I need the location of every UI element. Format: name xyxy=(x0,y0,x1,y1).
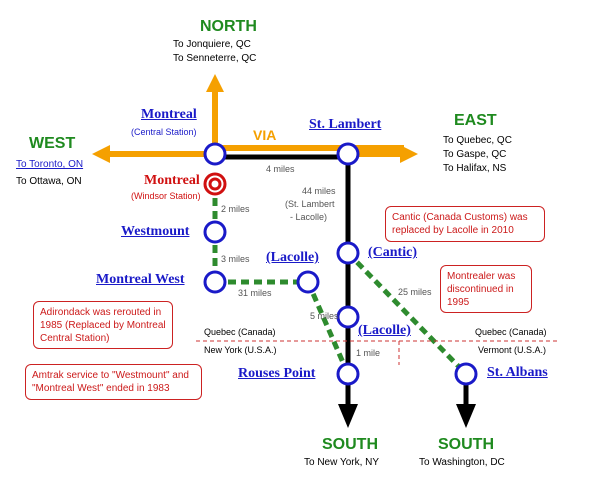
dist-stlambert-lacolle-2: (St. Lambert xyxy=(285,199,335,209)
south-ny-dest: To New York, NY xyxy=(304,457,380,468)
station-st-albans[interactable] xyxy=(454,362,478,386)
dist-lacolle-segment: 5 miles xyxy=(310,311,339,321)
south-ny-label: SOUTH xyxy=(322,436,378,453)
station-lacolle-1[interactable] xyxy=(296,270,320,294)
dist-central-stlambert: 4 miles xyxy=(266,164,295,174)
station-montreal-central[interactable] xyxy=(203,142,227,166)
dist-stlambert-lacolle-3: - Lacolle) xyxy=(290,212,328,222)
via-label: VIA xyxy=(253,127,277,143)
east-label: EAST xyxy=(454,112,497,129)
border-newyork: New York (U.S.A.) xyxy=(204,345,277,355)
west-dest-ottawa: To Ottawa, ON xyxy=(16,176,82,187)
westmount-label[interactable]: Westmount xyxy=(121,224,190,239)
st-lambert-label[interactable]: St. Lambert xyxy=(309,117,382,132)
north-label: NORTH xyxy=(200,18,257,35)
windsor-inner-ring xyxy=(208,177,222,191)
south-dc-dest: To Washington, DC xyxy=(419,457,505,468)
dist-lacolle-rouses: 1 mile xyxy=(356,348,381,358)
via-east-arrowhead xyxy=(400,145,418,163)
south-dc-arrowhead xyxy=(456,404,476,428)
dist-cantic-stalbans: 25 miles xyxy=(398,287,432,297)
dist-mtlwest-lacolle: 31 miles xyxy=(238,288,272,298)
station-montreal-west[interactable] xyxy=(203,270,227,294)
note-montrealer: Montrealer was discontinued in 1995 xyxy=(440,265,532,313)
lacolle-1-label[interactable]: (Lacolle) xyxy=(266,250,319,265)
east-dest-1: To Quebec, QC xyxy=(443,135,512,146)
montreal-central-sub: (Central Station) xyxy=(131,127,197,137)
rouses-point-label[interactable]: Rouses Point xyxy=(238,366,316,381)
east-dest-3: To Halifax, NS xyxy=(443,163,507,174)
north-dest-2: To Senneterre, QC xyxy=(173,53,257,64)
note-cantic: Cantic (Canada Customs) was replaced by … xyxy=(385,206,545,242)
station-cantic[interactable] xyxy=(336,241,360,265)
station-lacolle-2[interactable] xyxy=(336,305,360,329)
windsor-station-marker[interactable] xyxy=(203,172,227,196)
lacolle-rouses-line xyxy=(305,281,351,375)
east-dest-2: To Gaspe, QC xyxy=(443,149,507,160)
montreal-west-label[interactable]: Montreal West xyxy=(96,272,185,287)
lacolle-2-label[interactable]: (Lacolle) xyxy=(358,323,411,338)
stations xyxy=(203,142,478,386)
montreal-windsor-label: Montreal xyxy=(144,173,200,188)
south-dc-label: SOUTH xyxy=(438,436,494,453)
montreal-central-label[interactable]: Montreal xyxy=(141,107,197,122)
west-toronto-link[interactable]: To Toronto, ON xyxy=(16,159,84,170)
border-line xyxy=(196,340,560,365)
st-albans-label[interactable]: St. Albans xyxy=(487,365,548,380)
station-westmount[interactable] xyxy=(203,220,227,244)
via-north-arrowhead xyxy=(206,74,224,92)
dist-westmount-mtlwest: 3 miles xyxy=(221,254,250,264)
dist-stlambert-lacolle-1: 44 miles xyxy=(302,186,336,196)
border-quebec-right: Quebec (Canada) xyxy=(475,327,547,337)
cantic-stalbans-line xyxy=(346,251,468,376)
south-ny-arrowhead xyxy=(338,404,358,428)
station-st-lambert[interactable] xyxy=(336,142,360,166)
west-label: WEST xyxy=(29,135,76,152)
note-adirondack: Adirondack was rerouted in 1985 (Replace… xyxy=(33,301,173,349)
station-rouses-point[interactable] xyxy=(336,362,360,386)
via-west-arrowhead xyxy=(92,145,110,163)
dist-windsor-westmount: 2 miles xyxy=(221,204,250,214)
border-vermont: Vermont (U.S.A.) xyxy=(478,345,547,355)
montreal-windsor-sub: (Windsor Station) xyxy=(131,191,201,201)
north-dest-1: To Jonquiere, QC xyxy=(173,39,251,50)
border-quebec-left: Quebec (Canada) xyxy=(204,327,276,337)
note-amtrak: Amtrak service to "Westmount" and "Montr… xyxy=(25,364,202,400)
cantic-label[interactable]: (Cantic) xyxy=(368,245,417,260)
